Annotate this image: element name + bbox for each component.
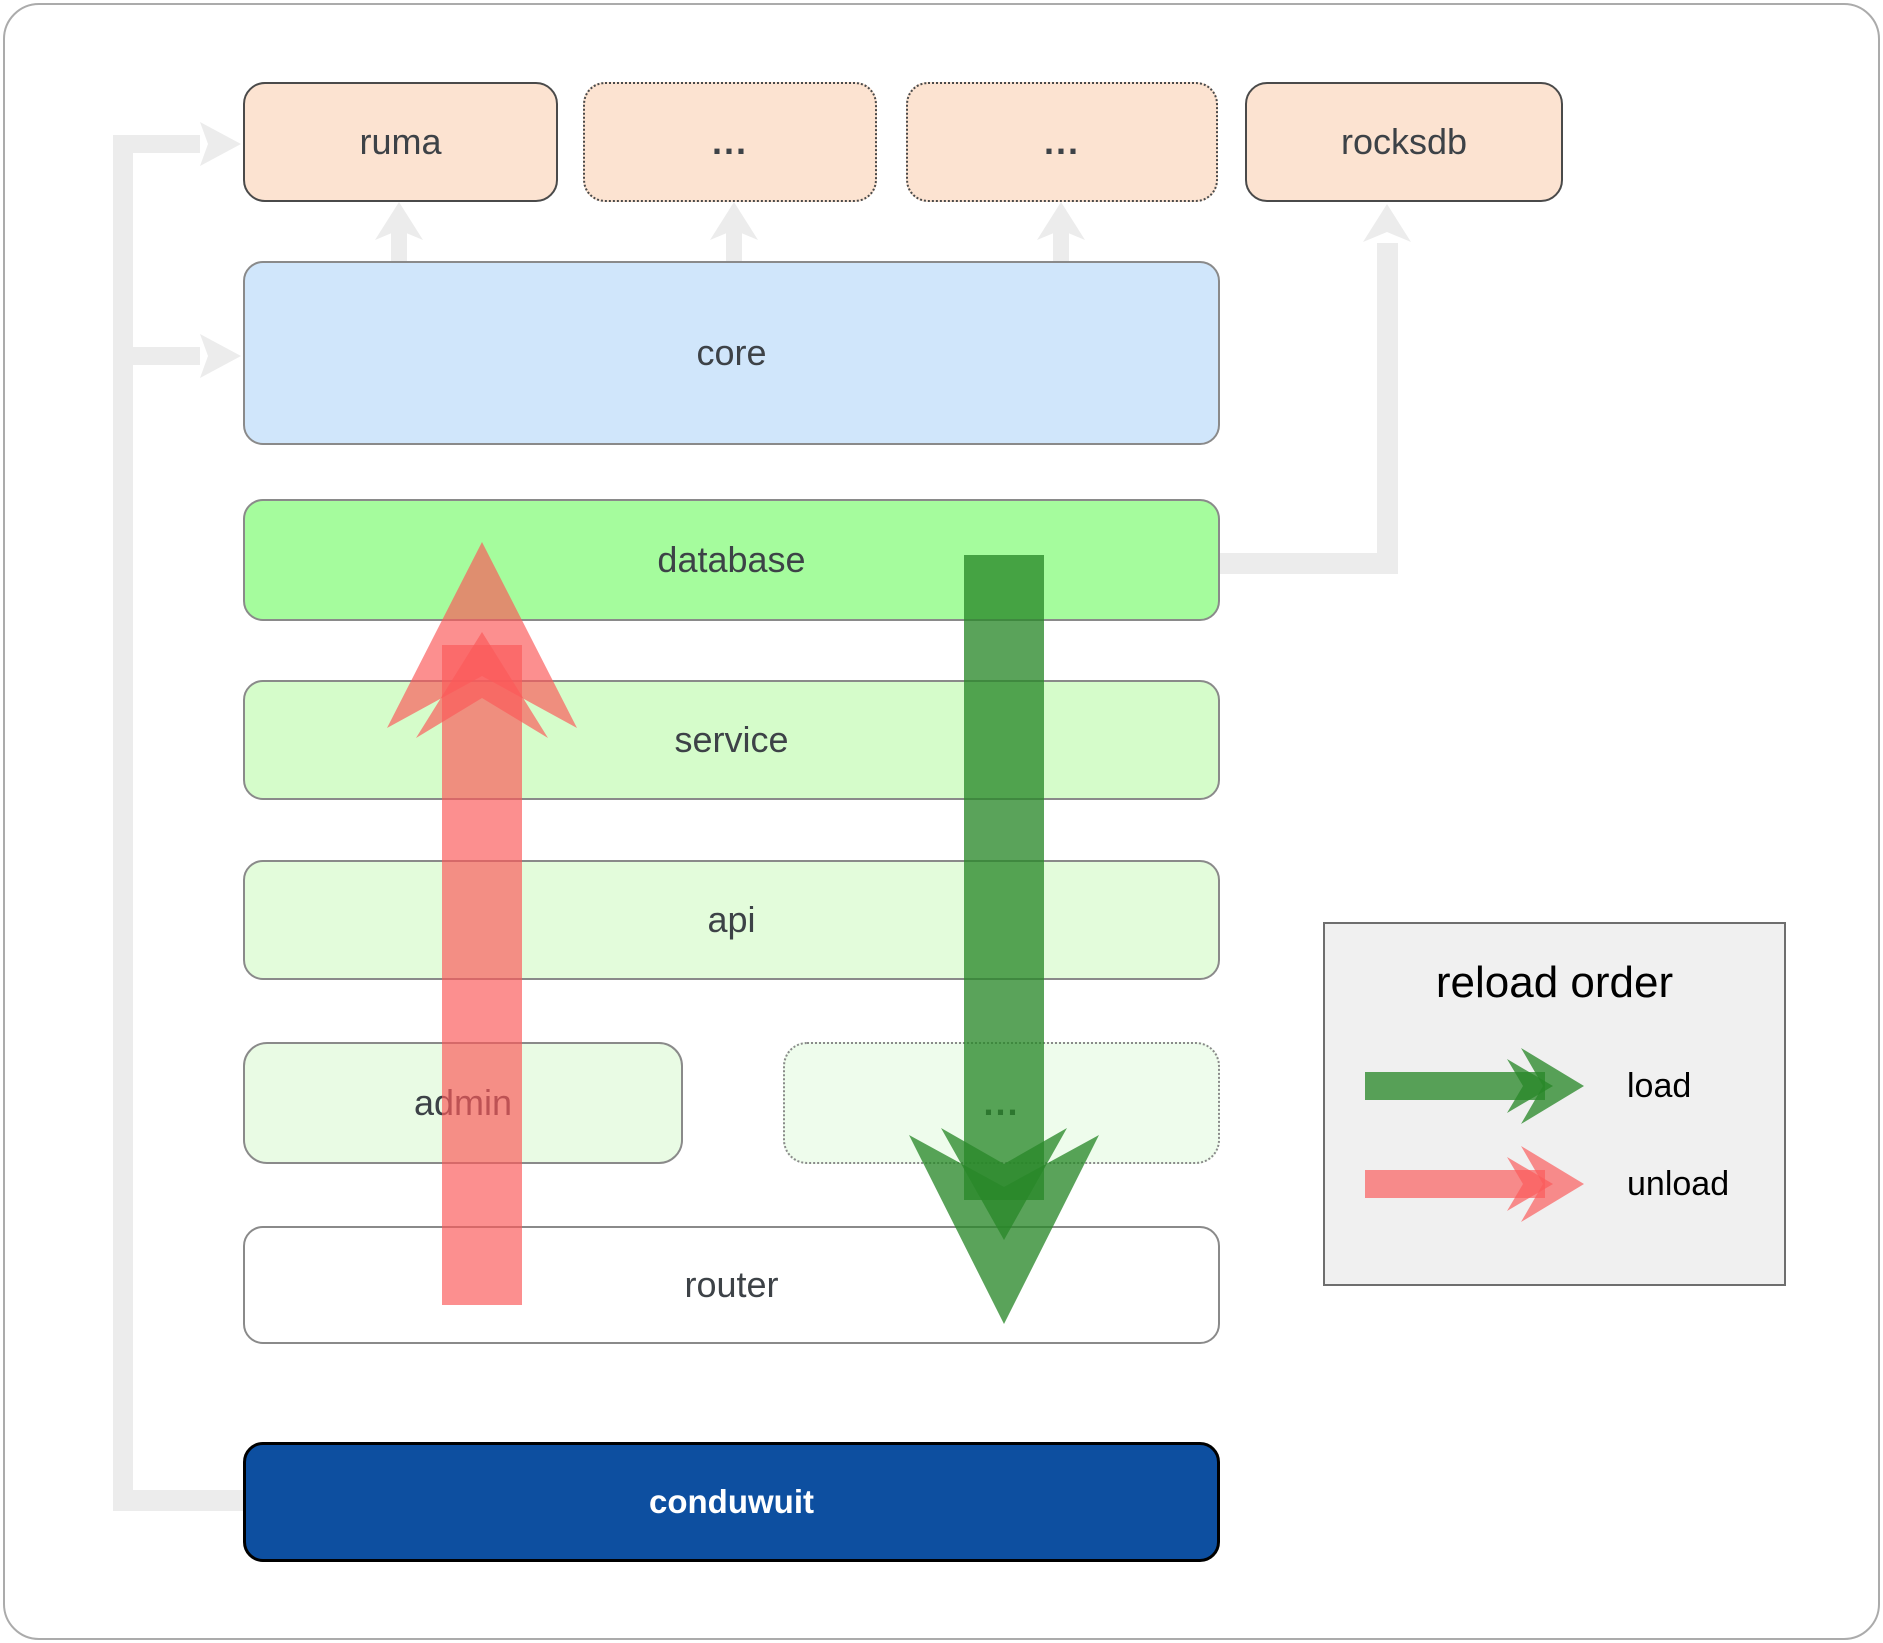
node-ruma: ruma <box>243 82 558 202</box>
node-conduwuit: conduwuit <box>243 1442 1220 1562</box>
connector-rocksdb-arrowhead-icon <box>1363 204 1411 242</box>
connector-rocksdb-vsegment <box>1377 243 1398 574</box>
connector-core-segment <box>113 347 200 365</box>
node-top-ellipsis-2: ... <box>906 82 1218 202</box>
node-label: rocksdb <box>1340 121 1468 162</box>
node-label: router <box>684 1264 779 1305</box>
up-arrowhead-icon <box>710 202 758 240</box>
node-label: ruma <box>359 121 442 162</box>
node-label: ... <box>1043 121 1080 162</box>
node-top-ellipsis-1: ... <box>583 82 877 202</box>
connector-up-shaft <box>1053 228 1069 262</box>
node-rocksdb: rocksdb <box>1245 82 1563 202</box>
node-label: ... <box>983 1082 1020 1123</box>
node-router: router <box>243 1226 1220 1344</box>
connector-up-shaft <box>726 228 742 262</box>
legend-unload-arrow-icon <box>1365 1146 1584 1222</box>
node-label: api <box>707 899 756 940</box>
node-label: core <box>696 332 767 373</box>
node-core: core <box>243 261 1220 445</box>
connector-core-arrowhead-icon <box>200 334 241 378</box>
connector-conduwuit-segment <box>113 1490 243 1511</box>
connector-ruma-segment <box>113 135 200 153</box>
up-arrowhead-icon <box>1037 202 1085 240</box>
connector-spine <box>113 135 133 1511</box>
node-label: service <box>674 719 789 760</box>
node-label: database <box>657 539 806 580</box>
connector-up-shaft <box>391 228 407 262</box>
node-label: ... <box>711 121 748 162</box>
node-label: admin <box>413 1082 513 1123</box>
up-arrowhead-icon <box>375 202 423 240</box>
node-mid-ellipsis: ... <box>783 1042 1220 1164</box>
legend-load-arrow-icon <box>1365 1048 1584 1124</box>
node-admin: admin <box>243 1042 683 1164</box>
legend-title: reload order <box>1435 958 1674 1007</box>
node-service: service <box>243 680 1220 800</box>
connector-rocksdb-hsegment <box>1220 553 1398 574</box>
node-label: conduwuit <box>649 1483 814 1520</box>
page-border <box>3 3 1880 1640</box>
connector-ruma-arrowhead-icon <box>200 122 241 166</box>
legend: reload order load unload <box>1323 922 1786 1286</box>
legend-unload-label: unload <box>1627 1164 1730 1203</box>
node-api: api <box>243 860 1220 980</box>
legend-load-label: load <box>1627 1066 1692 1105</box>
node-database: database <box>243 499 1220 621</box>
